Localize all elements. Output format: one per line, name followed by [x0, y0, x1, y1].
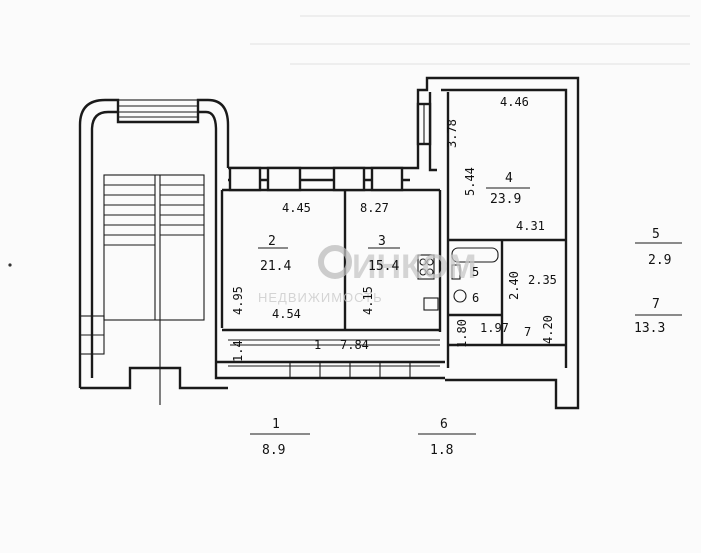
room-4-area: 23.9 — [490, 192, 521, 207]
windows — [228, 102, 432, 378]
fixtures — [417, 247, 499, 311]
room-7-dim-side: 4.20 — [541, 315, 555, 344]
room-2-dim-top: 4.45 — [282, 201, 311, 215]
watermark: ИНКОМ НЕДВИЖИМОСТЬ — [258, 245, 477, 305]
room-2-area: 21.4 — [260, 259, 291, 274]
room-6-dim: 1.80 — [455, 319, 469, 348]
sink-icon — [423, 297, 439, 311]
room-1-number: 1 — [272, 417, 280, 432]
room-1-area: 8.9 — [262, 443, 285, 458]
room-7-number-inline: 7 — [524, 325, 531, 339]
room-7-number: 7 — [652, 297, 660, 312]
stair-treads — [104, 184, 204, 246]
staircase — [78, 98, 230, 405]
room-3-number: 3 — [378, 234, 386, 249]
room-2-dim-bottom: 4.54 — [272, 307, 301, 321]
room-2-dim-side: 4.95 — [231, 286, 245, 315]
room-7-dim-top: 2.35 — [528, 273, 557, 287]
room-3-dim-side: 4.15 — [361, 286, 375, 315]
toilet-icon — [453, 289, 467, 303]
logo-icon — [318, 245, 352, 279]
room-4-number: 4 — [505, 171, 513, 186]
svg-text:НЕДВИЖИМОСТЬ: НЕДВИЖИМОСТЬ — [258, 290, 383, 305]
room-3-area: 15.4 — [368, 259, 399, 274]
bathtub-icon — [451, 247, 499, 263]
room-7-dim-bottom: 1.97 — [480, 321, 509, 335]
washbasin-icon — [451, 264, 461, 280]
room-5-number-inline: 5 — [472, 265, 479, 279]
stove-icon — [417, 254, 435, 280]
room-7-area: 13.3 — [634, 321, 665, 336]
scan-dot — [8, 263, 12, 267]
room-3-dim-top: 8.27 — [360, 201, 389, 215]
room-1-dim: 7.84 — [340, 338, 369, 352]
room-1-number-inline: 1 — [314, 338, 321, 352]
room-4-dim-top: 4.46 — [500, 95, 529, 109]
apartment-walls — [214, 76, 580, 410]
scan-artifacts — [250, 15, 690, 65]
room-4-dim-side: 5.44 — [463, 167, 477, 196]
misc-dim-1-4: 1.4 — [231, 340, 245, 362]
room-5-dim: 2.40 — [507, 271, 521, 300]
room-5-number: 5 — [652, 227, 660, 242]
room-4-dim-bottom: 4.31 — [516, 219, 545, 233]
label-underlines — [230, 187, 682, 435]
room-4-dim-window: 3.78 — [445, 119, 459, 148]
room-5-area: 2.9 — [648, 253, 671, 268]
room-6-number: 6 — [440, 417, 448, 432]
svg-text:ИНКОМ: ИНКОМ — [352, 248, 477, 286]
room-2-number: 2 — [268, 234, 276, 249]
room-6-area: 1.8 — [430, 443, 453, 458]
room-6-number-inline: 6 — [472, 291, 479, 305]
